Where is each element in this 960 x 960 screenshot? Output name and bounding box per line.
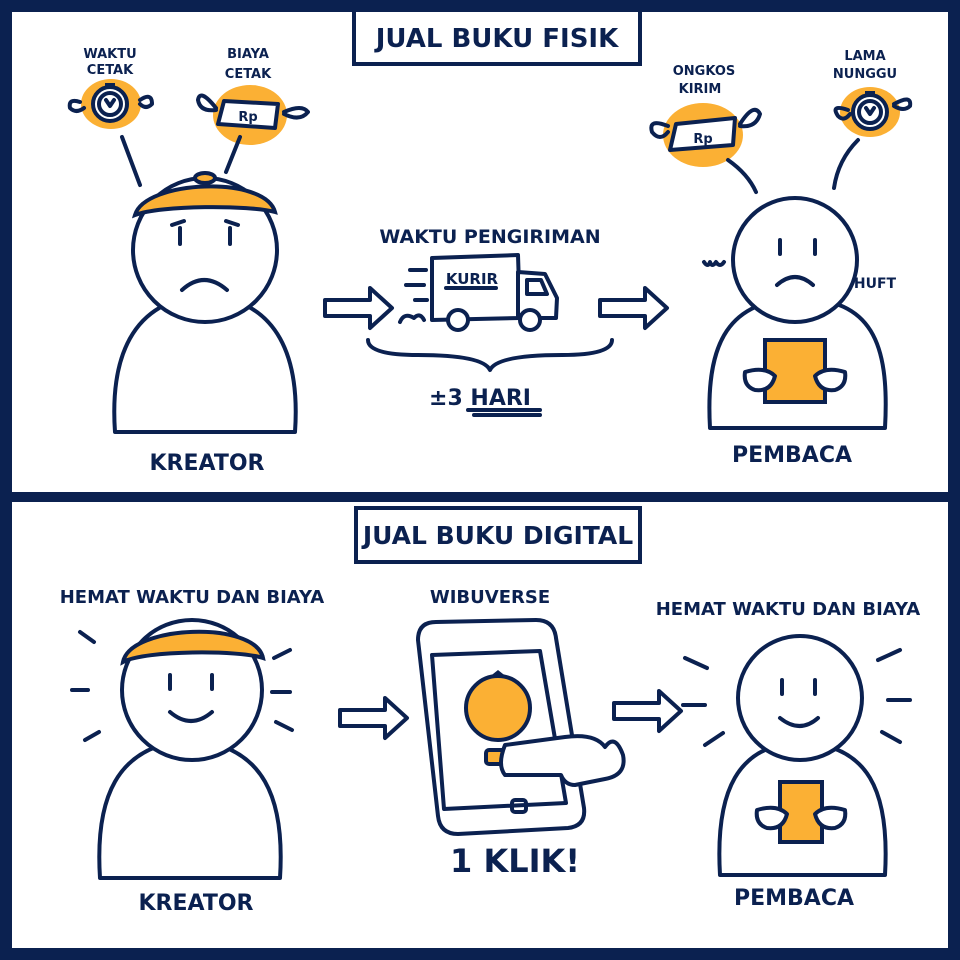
- label: LAMA: [844, 49, 885, 64]
- label: KIRIM: [679, 82, 722, 97]
- reader-happy: PEMBACA: [681, 634, 912, 911]
- platform-label: WIBUVERSE: [430, 587, 550, 608]
- label: BIAYA: [227, 47, 269, 62]
- click-label: 1 KLIK!: [450, 842, 580, 880]
- arrow-right-icon: [612, 689, 683, 733]
- label: CETAK: [225, 67, 272, 82]
- reader-label: PEMBACA: [734, 886, 854, 911]
- arrow-right-icon: [338, 696, 409, 740]
- reader-label: PEMBACA: [732, 443, 852, 468]
- reader-sad: HUFT PEMBACA: [702, 196, 897, 468]
- orange-logo-icon: [464, 670, 532, 742]
- title-physical: JUAL BUKU FISIK: [374, 24, 619, 54]
- label: ONGKOS: [673, 64, 736, 79]
- money-icon: Rp: [668, 116, 737, 152]
- stopwatch-icon: [91, 83, 129, 123]
- label: WAKTU: [83, 47, 136, 62]
- creator-label: KREATOR: [150, 451, 265, 476]
- book-icon: [754, 780, 848, 844]
- creator-caption: HEMAT WAKTU DAN BIAYA: [60, 587, 325, 608]
- truck-icon: KURIR: [398, 253, 559, 332]
- cost-waiting: LAMA NUNGGU: [832, 49, 913, 190]
- divider: [0, 492, 960, 502]
- creator-label: KREATOR: [139, 891, 254, 916]
- money-text: Rp: [238, 110, 257, 125]
- duration-label: ±3 HARI: [429, 386, 531, 411]
- title-box-digital: JUAL BUKU DIGITAL: [354, 506, 642, 564]
- sigh-text: HUFT: [854, 276, 897, 292]
- finger-tap-icon: [499, 734, 626, 787]
- money-text: Rp: [693, 132, 712, 147]
- label: NUNGGU: [833, 67, 897, 82]
- truck-label: KURIR: [446, 270, 499, 288]
- shipping-label: WAKTU PENGIRIMAN: [379, 226, 600, 248]
- phone-app: 1 KLIK!: [416, 618, 626, 880]
- title-digital: JUAL BUKU DIGITAL: [361, 521, 633, 550]
- creator-sad: KREATOR: [112, 171, 298, 476]
- cost-shipping: ONGKOS KIRIM Rp: [649, 64, 762, 194]
- arrow-right-icon: [598, 286, 669, 330]
- reader-caption: HEMAT WAKTU DAN BIAYA: [656, 599, 921, 620]
- creator-happy: KREATOR: [70, 618, 294, 916]
- title-box-physical: JUAL BUKU FISIK: [352, 8, 642, 66]
- cost-print-price: BIAYA CETAK Rp: [196, 47, 310, 174]
- shipping-section: WAKTU PENGIRIMAN KURIR ±3 HARI: [366, 226, 614, 417]
- money-icon: Rp: [216, 99, 280, 130]
- stopwatch-icon: [851, 91, 889, 131]
- label: CETAK: [87, 63, 134, 78]
- arrow-right-icon: [323, 286, 394, 330]
- book-icon: [742, 338, 848, 404]
- cost-print-time: WAKTU CETAK: [67, 47, 154, 187]
